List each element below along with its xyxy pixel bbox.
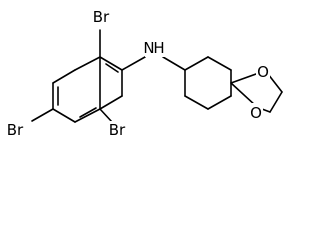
molecule-structure: Br N H Br Br O O (2, 8, 283, 139)
bond-c4-br-left (31, 108, 54, 122)
bond-ring-c7-c1 (99, 95, 123, 110)
dioxolane-ring (230, 73, 283, 113)
bond-ring-c3-c4 (52, 69, 76, 84)
bond-ring-inner-3 (79, 107, 97, 118)
atom-label-o-top: O (257, 63, 269, 81)
bond-cy-5 (184, 95, 209, 110)
bond-spiro-o-bottom (230, 82, 257, 107)
bond-c7-br-bottom (99, 108, 113, 123)
atom-o-top: O (256, 62, 270, 82)
bond-o-top-ch2 (267, 73, 283, 93)
atom-label-br-bottom: Br (109, 121, 126, 139)
bond-ring-inner-1 (105, 63, 119, 73)
bond-cy-2 (207, 56, 232, 71)
bond-spiro-o-top (230, 73, 257, 84)
atom-br-bottom: Br (105, 121, 131, 139)
bond-ch2-ch2 (269, 91, 283, 113)
atom-label-br-left: Br (7, 121, 24, 139)
bond-ring-c6-c7 (74, 108, 101, 123)
bond-cy-4 (207, 95, 232, 110)
atom-br-top: Br (89, 8, 113, 26)
bond-ring-c1-c2 (99, 56, 123, 71)
aromatic-ring (52, 56, 123, 123)
cyclohexane-ring (184, 56, 232, 110)
atom-o-bottom: O (249, 103, 263, 123)
bond-ring-c2-c3 (74, 56, 101, 71)
bond-c1-n (121, 56, 146, 71)
atom-br-left: Br (2, 121, 28, 139)
bond-n-c8 (162, 56, 186, 71)
atom-label-h: H (153, 39, 164, 57)
atom-label-br-top: Br (93, 8, 110, 26)
atom-nh: N H (143, 37, 167, 57)
atom-label-o-bottom: O (250, 104, 262, 122)
bond-cy-1 (184, 56, 209, 71)
bond-ch2-o-bottom (261, 108, 271, 113)
atom-label-n: N (143, 39, 154, 57)
bond-ring-c5-c6 (52, 108, 76, 123)
